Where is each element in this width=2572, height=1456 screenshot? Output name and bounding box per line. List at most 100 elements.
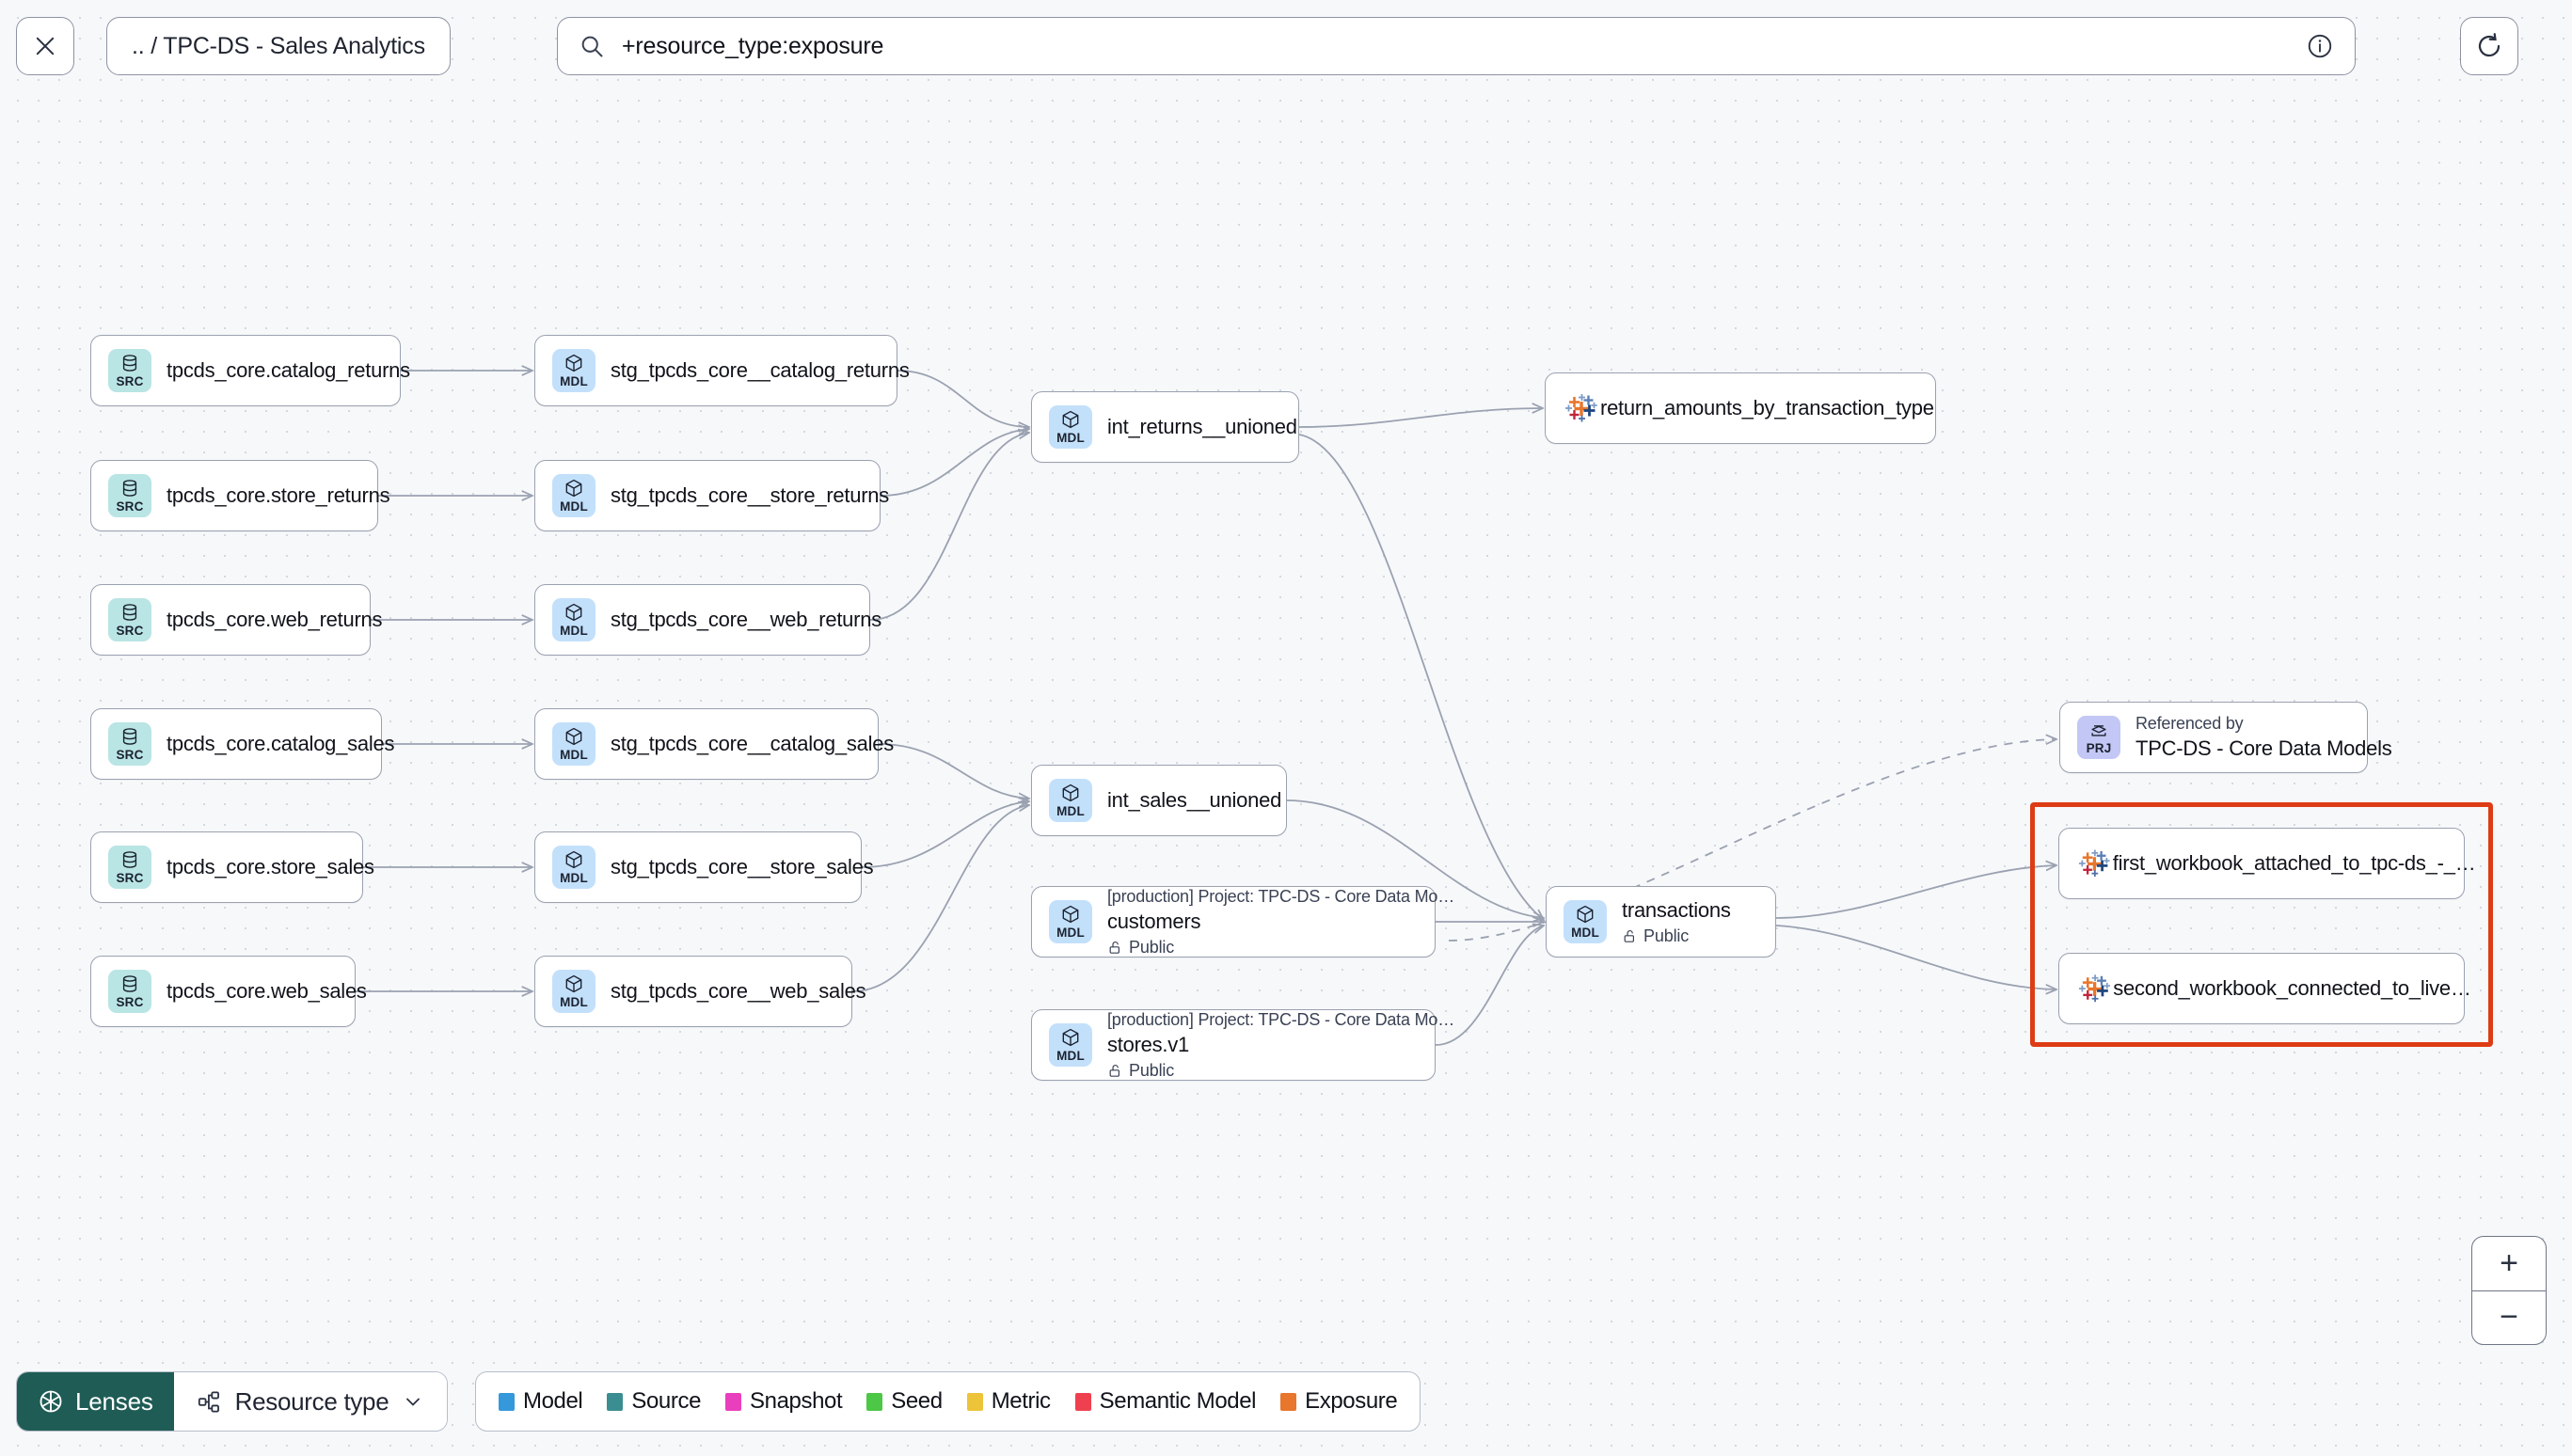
node-title: second_workbook_connected_to_live… <box>2113 976 2471 1000</box>
tableau-icon <box>2078 974 2111 1003</box>
node-title: return_amounts_by_transaction_type <box>1600 396 1934 419</box>
node-type-badge-label: MDL <box>560 374 588 389</box>
resource-type-dropdown[interactable]: Resource type <box>173 1372 448 1431</box>
info-icon[interactable] <box>2306 32 2334 60</box>
lenses-label: Lenses <box>75 1386 153 1416</box>
node-type-badge-mdl: MDL <box>552 474 595 517</box>
lineage-node-src_web_returns[interactable]: SRC tpcds_core.web_returns <box>90 584 383 656</box>
node-type-badge-mdl: MDL <box>1049 900 1092 943</box>
zoom-out-button[interactable]: − <box>2472 1291 2546 1345</box>
legend-item-source[interactable]: Source <box>607 1388 701 1415</box>
lineage-node-first_workbook[interactable]: first_workbook_attached_to_tpc-ds_-_… <box>2058 828 2476 899</box>
legend-label: Exposure <box>1305 1388 1398 1414</box>
node-type-badge-label: MDL <box>1056 926 1085 941</box>
legend-label: Model <box>523 1388 583 1414</box>
node-type-badge-src: SRC <box>108 970 151 1013</box>
node-type-badge-prj: PRJ <box>2077 716 2120 759</box>
node-text: first_workbook_attached_to_tpc-ds_-_… <box>2112 851 2476 876</box>
node-visibility: Public <box>1107 1061 1435 1081</box>
lens-control-group: Lenses Resource type <box>16 1371 449 1432</box>
node-title: stores.v1 <box>1107 1032 1190 1056</box>
legend-item-metric[interactable]: Metric <box>966 1388 1051 1415</box>
legend-item-exposure[interactable]: Exposure <box>1280 1388 1398 1415</box>
top-toolbar: .. / TPC-DS - Sales Analytics +resource_… <box>0 0 2572 111</box>
breadcrumb-label: .. / TPC-DS - Sales Analytics <box>132 32 425 59</box>
node-text: stg_tpcds_core__store_returns <box>611 483 890 508</box>
node-text: second_workbook_connected_to_live… <box>2113 976 2471 1001</box>
lineage-node-stores_v1[interactable]: MDL[production] Project: TPC-DS - Core D… <box>1031 1009 1454 1081</box>
legend-item-seed[interactable]: Seed <box>866 1388 943 1415</box>
legend-label: Semantic Model <box>1099 1388 1257 1414</box>
lineage-node-src_web_sales[interactable]: SRC tpcds_core.web_sales <box>90 956 367 1027</box>
node-title: tpcds_core.web_sales <box>167 979 367 1003</box>
unlock-icon <box>1109 941 1119 954</box>
cube-icon <box>1062 411 1079 429</box>
lineage-node-second_workbook[interactable]: second_workbook_connected_to_live… <box>2058 953 2471 1024</box>
legend-label: Source <box>631 1388 702 1414</box>
node-type-badge-label: SRC <box>116 499 144 514</box>
lineage-node-stg_store_returns[interactable]: MDL stg_tpcds_core__store_returns <box>534 460 890 531</box>
close-icon <box>36 37 55 55</box>
node-title: stg_tpcds_core__store_sales <box>611 855 874 878</box>
node-text: stg_tpcds_core__web_sales <box>611 979 866 1004</box>
cube-icon <box>565 851 582 869</box>
node-type-badge-mdl: MDL <box>1049 779 1092 822</box>
node-type-badge-label: MDL <box>560 624 588 639</box>
database-icon <box>122 480 137 498</box>
close-button[interactable] <box>16 17 74 75</box>
lenses-button[interactable]: Lenses <box>17 1372 174 1431</box>
search-input[interactable]: +resource_type:exposure <box>622 32 884 59</box>
legend-item-snapshot[interactable]: Snapshot <box>725 1388 843 1415</box>
cube-icon <box>565 728 582 746</box>
node-visibility-label: Public <box>1643 926 1690 945</box>
lineage-node-customers[interactable]: MDL [production] Project: TPC-DS - Core D… <box>1031 886 1454 957</box>
node-title: TPC-DS - Core Data Models <box>2135 736 2392 760</box>
node-title: tpcds_core.catalog_returns <box>167 358 410 382</box>
lineage-node-src_store_sales[interactable]: SRC tpcds_core.store_sales <box>90 831 374 903</box>
nodes-icon <box>198 1390 219 1413</box>
lineage-node-stg_catalog_returns[interactable]: MDL stg_tpcds_core__catalog_returns <box>534 335 910 406</box>
unlock-icon <box>1109 1064 1119 1077</box>
refresh-button[interactable] <box>2460 17 2518 75</box>
node-type-badge-src: SRC <box>108 722 151 766</box>
node-title: stg_tpcds_core__catalog_returns <box>611 358 910 382</box>
lineage-node-return_amounts[interactable]: return_amounts_by_transaction_type <box>1545 372 1936 444</box>
legend-swatch <box>866 1392 883 1411</box>
node-title: transactions <box>1622 897 1731 922</box>
cube-icon <box>565 355 582 372</box>
legend-item-model[interactable]: Model <box>499 1388 583 1415</box>
node-type-badge-label: SRC <box>116 624 144 639</box>
zoom-in-button[interactable]: + <box>2472 1237 2546 1291</box>
node-title: first_workbook_attached_to_tpc-ds_-_… <box>2112 851 2476 875</box>
node-title: tpcds_core.web_returns <box>167 608 383 631</box>
bottom-toolbar: Lenses Resource type Model Source Snapshot… <box>0 1345 2572 1456</box>
node-title: stg_tpcds_core__store_returns <box>611 483 890 507</box>
node-type-badge-label: MDL <box>560 748 588 763</box>
node-type-badge-label: MDL <box>560 499 588 514</box>
breadcrumb[interactable]: .. / TPC-DS - Sales Analytics <box>106 17 451 75</box>
node-title: stg_tpcds_core__web_sales <box>611 979 866 1003</box>
database-icon <box>122 728 137 746</box>
node-text: tpcds_core.store_sales <box>167 855 374 879</box>
node-type-badge-src: SRC <box>108 474 151 517</box>
search-bar[interactable]: +resource_type:exposure <box>557 17 2356 75</box>
legend-item-semantic-model[interactable]: Semantic Model <box>1074 1388 1257 1415</box>
node-type-badge-src: SRC <box>108 598 151 641</box>
tableau-icon <box>1565 394 1597 422</box>
node-text: [production] Project: TPC-DS - Core Data… <box>1107 887 1454 957</box>
node-type-badge-label: SRC <box>116 871 144 886</box>
node-type-badge-label: MDL <box>1056 804 1085 819</box>
legend-label: Snapshot <box>750 1388 843 1414</box>
